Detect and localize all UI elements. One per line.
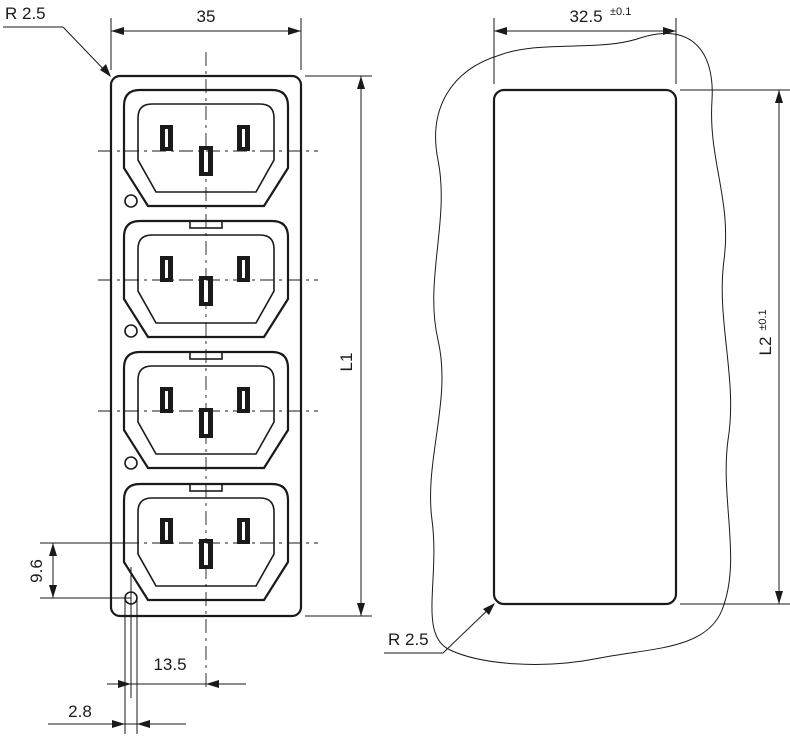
dimension-35: 35	[110, 7, 302, 70]
radius-callout-cutout: R 2.5	[384, 603, 495, 654]
dimension-L1: L1	[305, 75, 372, 617]
dimension-9-6: 9.6	[27, 542, 135, 599]
socket-1	[98, 88, 318, 208]
label-radius-top: R 2.5	[5, 4, 46, 23]
radius-callout-top: R 2.5	[3, 4, 111, 77]
socket-2	[98, 219, 318, 339]
label-35: 35	[197, 7, 216, 26]
label-radius-cutout: R 2.5	[388, 630, 429, 649]
dimension-2-8: 2.8	[48, 600, 186, 734]
panel-cutout-view: 32.5 ±0.1 L2 ±0.1 R 2.5	[384, 6, 790, 665]
label-32-5: 32.5	[569, 7, 602, 26]
outlet-strip-frame	[109, 74, 303, 618]
dimension-L2: L2 ±0.1	[680, 89, 790, 605]
panel-outline	[430, 33, 732, 665]
label-L2-tolerance: ±0.1	[757, 309, 769, 330]
label-9-6: 9.6	[27, 559, 46, 583]
label-32-5-tolerance: ±0.1	[610, 6, 631, 18]
label-L1: L1	[337, 353, 356, 372]
socket-3	[98, 350, 318, 470]
dimension-32-5: 32.5 ±0.1	[493, 6, 677, 84]
cutout-rect	[492, 88, 678, 606]
label-13-5: 13.5	[153, 655, 186, 674]
label-L2: L2	[756, 337, 775, 356]
label-2-8: 2.8	[68, 702, 92, 721]
